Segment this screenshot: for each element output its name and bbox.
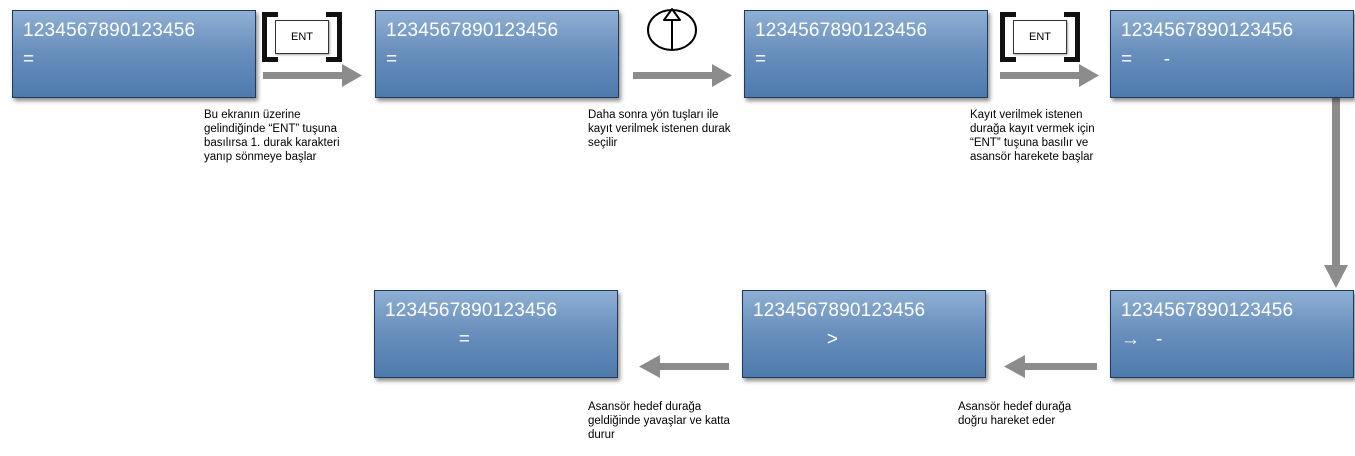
lcd-line-1: 1234567890123456	[385, 300, 558, 321]
lcd-line-1: 1234567890123456	[753, 300, 926, 321]
lcd-line-1: 1234567890123456	[23, 20, 196, 41]
lcd-screen-4: 1234567890123456 = -	[1110, 10, 1354, 98]
lcd-line-2: =	[23, 49, 35, 70]
ent-key-1[interactable]: ENT	[262, 12, 342, 62]
arrow-left-2	[639, 355, 729, 378]
lcd-line-1: 1234567890123456	[1121, 20, 1294, 41]
lcd-line-2: → -	[1121, 329, 1163, 350]
lcd-line-2: >	[753, 329, 838, 350]
lcd-line-2: = -	[1121, 49, 1171, 70]
lcd-line-2: =	[386, 49, 398, 70]
lcd-screen-3: 1234567890123456 =	[744, 10, 988, 98]
lcd-line-1: 1234567890123456	[1121, 300, 1294, 321]
ent-key-label: ENT	[1013, 20, 1067, 54]
lcd-line-1: 1234567890123456	[755, 20, 928, 41]
note-step-1: Bu ekranın üzerine gelindiğinde “ENT” tu…	[204, 109, 340, 163]
ent-key-label: ENT	[275, 20, 329, 54]
arrow-left-1	[1004, 355, 1097, 378]
note-step-2: Daha sonra yön tuşları ile kayıt verilme…	[588, 109, 731, 149]
lcd-line-2: =	[385, 329, 470, 350]
lcd-screen-5: 1234567890123456 → -	[1110, 290, 1354, 378]
note-step-5: Asansör hedef durağa geldiğinde yavaşlar…	[588, 401, 730, 441]
arrow-right-2	[633, 64, 732, 87]
lcd-line-2: =	[755, 49, 767, 70]
ent-key-2[interactable]: ENT	[1000, 12, 1080, 62]
lcd-screen-6: 1234567890123456 >	[742, 290, 986, 378]
lcd-screen-2: 1234567890123456 =	[375, 10, 619, 98]
note-step-3: Kayıt verilmek istenen durağa kayıt verm…	[970, 109, 1095, 163]
note-step-4: Asansör hedef durağa doğru hareket eder	[958, 401, 1072, 427]
lcd-line-1: 1234567890123456	[386, 20, 559, 41]
arrow-right-3	[1000, 64, 1099, 87]
arrow-right-1	[263, 64, 362, 87]
arrow-down	[1324, 70, 1348, 288]
lcd-screen-7: 1234567890123456 =	[374, 290, 618, 378]
up-arrow-icon[interactable]	[645, 4, 699, 58]
lcd-screen-1: 1234567890123456 =	[12, 10, 256, 98]
